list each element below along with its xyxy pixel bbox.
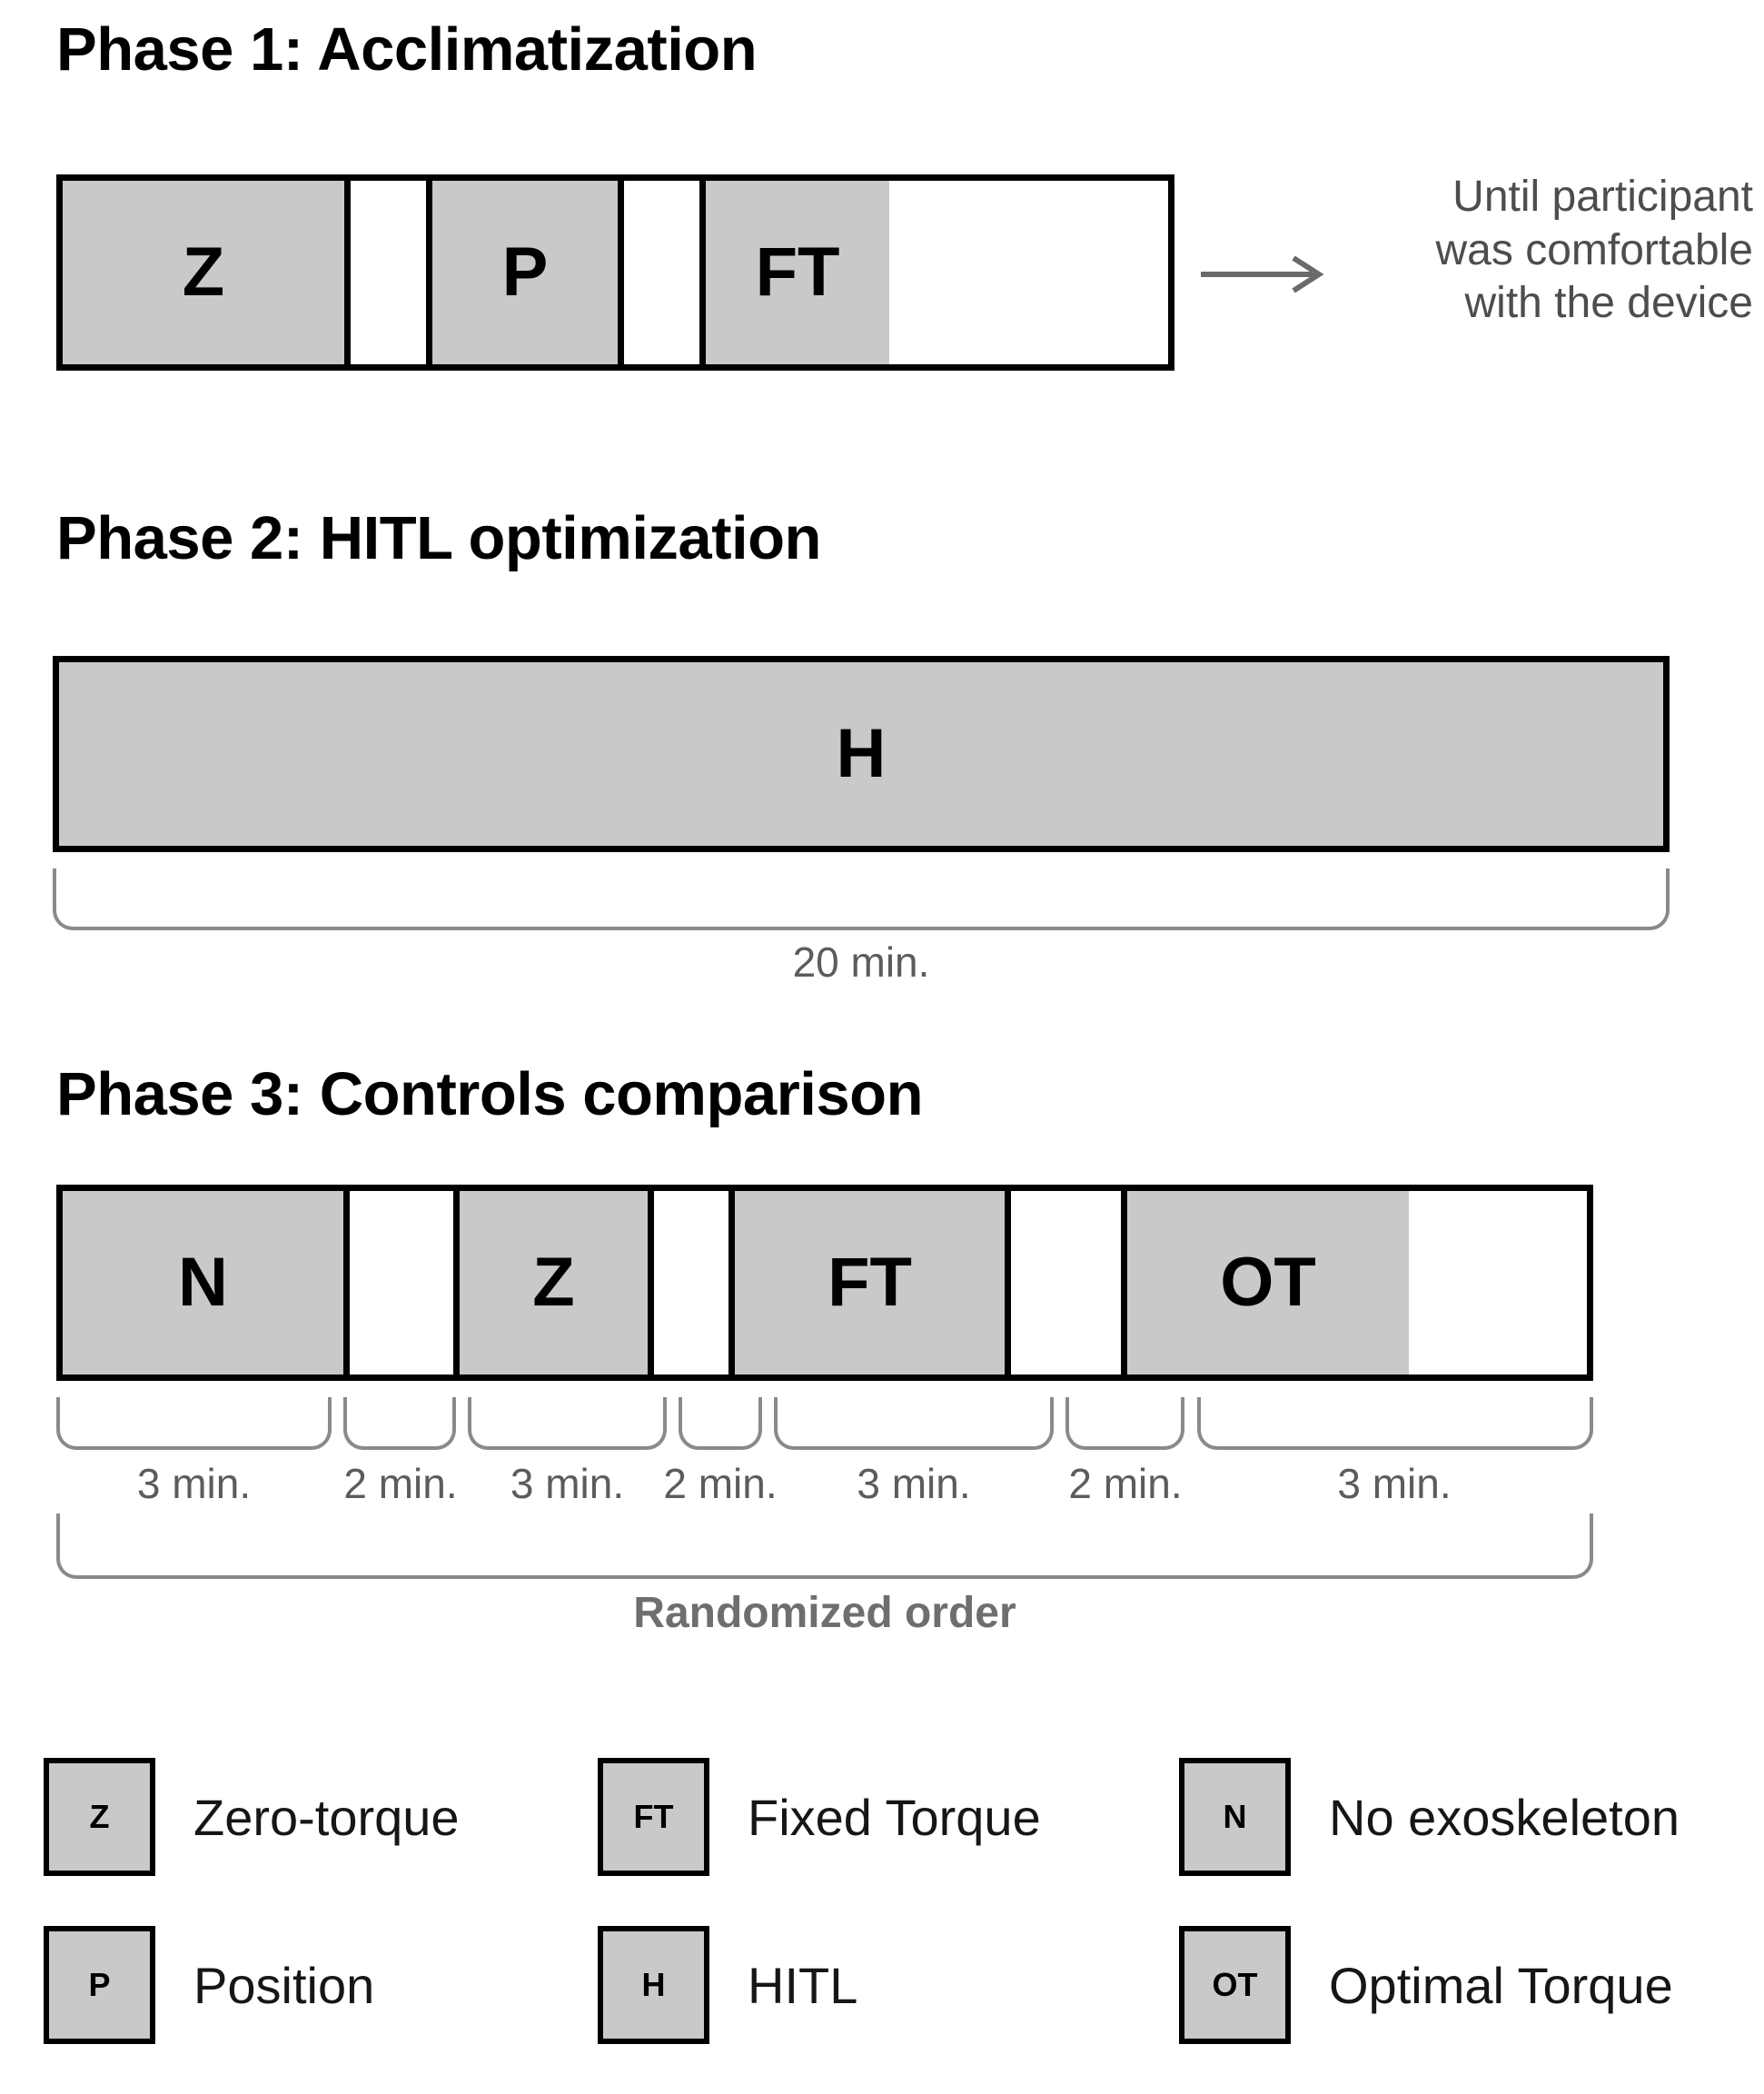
phase-3-segment-ft[interactable]: FT [728,1191,1005,1374]
phase-3-randomized-order-brace [56,1513,1593,1579]
legend-chip-ot: OT [1179,1926,1291,2044]
phase-1-note: Until participant was comfortable with t… [1299,171,1753,331]
phase-3-segment-duration-6: 2 min. [1068,1460,1183,1507]
phase-3-segment-duration-4: 2 min. [663,1460,778,1507]
legend-chip-n: N [1179,1758,1291,1876]
phase-3-segment-duration-7: 3 min. [1337,1460,1452,1507]
phase-3-segment-brace-2 [343,1397,456,1450]
phase-3-protocol-bar: N Z FT OT [56,1185,1593,1381]
phase-2-segment-h[interactable]: H [59,662,1663,846]
legend-chip-ft: FT [598,1758,709,1876]
legend-item-zero-torque[interactable]: Z Zero-torque [44,1758,598,1876]
phase-3-segment-brace-4 [679,1397,762,1450]
legend-item-no-exoskeleton[interactable]: N No exoskeleton [1179,1758,1751,1876]
phase-3-segment-brace-6 [1065,1397,1184,1450]
phase-3-segment-duration-3: 3 min. [510,1460,625,1507]
phase-3-segment-duration-5: 3 min. [857,1460,971,1507]
legend-item-position[interactable]: P Position [44,1926,598,2044]
legend-label-no-exoskeleton: No exoskeleton [1329,1788,1680,1846]
phase-1-note-line-3: with the device [1464,279,1753,328]
legend-label-position: Position [193,1956,375,2014]
legend-item-hitl[interactable]: H HITL [598,1926,1179,2044]
phase-3-segment-brace-3 [468,1397,667,1450]
legend-label-zero-torque: Zero-torque [193,1788,460,1846]
phase-3-segment-brace-7 [1197,1397,1593,1450]
phase-1-protocol-bar: Z P FT [56,174,1174,371]
phase-1-segment-gap-1[interactable] [344,181,426,364]
phase-1-segment-gap-2[interactable] [618,181,699,364]
phase-3-segment-gap-2[interactable] [648,1191,728,1374]
phase-1-segment-p[interactable]: P [426,181,618,364]
phase-1-note-line-1: Until participant [1452,173,1753,221]
legend-label-hitl: HITL [748,1956,858,2014]
phase-3-segment-duration-2: 2 min. [343,1460,458,1507]
phase-3-segment-n[interactable]: N [63,1191,343,1374]
legend-label-fixed-torque: Fixed Torque [748,1788,1041,1846]
phase-2-protocol-bar: H [53,656,1670,852]
legend-chip-h: H [598,1926,709,2044]
legend-item-fixed-torque[interactable]: FT Fixed Torque [598,1758,1179,1876]
phase-3-segment-ot[interactable]: OT [1121,1191,1409,1374]
legend: Z Zero-torque FT Fixed Torque N No exosk… [44,1758,1751,2094]
phase-1-segment-ft[interactable]: FT [699,181,889,364]
phase-3-segment-gap-1[interactable] [343,1191,453,1374]
legend-chip-p: P [44,1926,155,2044]
right-arrow-icon [1199,255,1335,293]
phase-1-note-line-2: was comfortable [1435,225,1753,274]
phase-3-title: Phase 3: Controls comparison [56,1060,924,1128]
phase-2-duration-label: 20 min. [792,938,930,986]
phase-3-segment-brace-1 [56,1397,332,1450]
phase-3-segment-z[interactable]: Z [453,1191,648,1374]
legend-chip-z: Z [44,1758,155,1876]
phase-3-randomized-order-label: Randomized order [633,1589,1016,1637]
phase-1-segment-z[interactable]: Z [63,181,344,364]
phase-2-duration-brace [53,868,1670,930]
phase-3-segment-gap-3[interactable] [1005,1191,1121,1374]
legend-label-optimal-torque: Optimal Torque [1329,1956,1673,2014]
phase-1-title: Phase 1: Acclimatization [56,15,758,84]
legend-item-optimal-torque[interactable]: OT Optimal Torque [1179,1926,1751,2044]
phase-3-segment-brace-5 [774,1397,1054,1450]
phase-2-title: Phase 2: HITL optimization [56,504,821,572]
phase-3-segment-duration-1: 3 min. [136,1460,252,1507]
